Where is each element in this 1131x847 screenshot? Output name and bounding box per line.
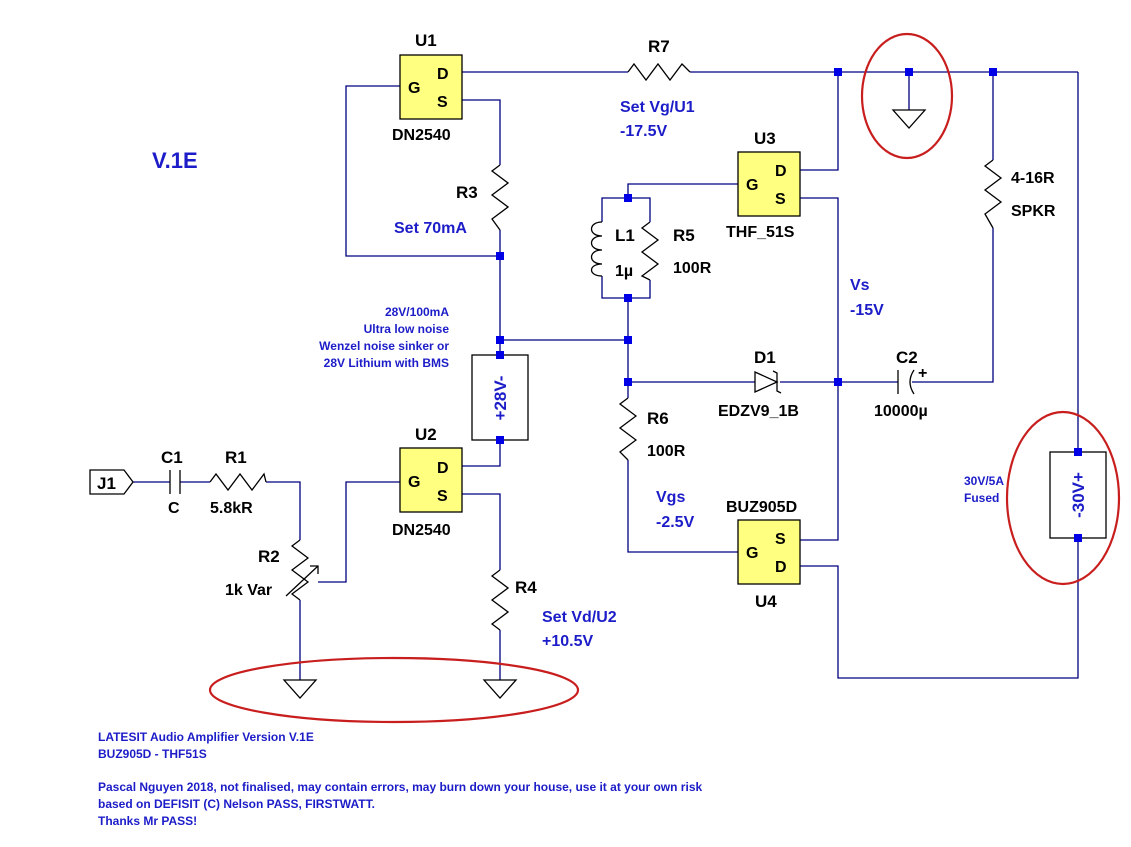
u2-ref: U2 bbox=[415, 425, 437, 444]
u3-part: THF_51S bbox=[726, 224, 795, 241]
junctions bbox=[496, 68, 1082, 542]
svg-text:EDZV9_1B: EDZV9_1B bbox=[718, 403, 799, 420]
svg-text:LATESIT Audio Amplifier Versio: LATESIT Audio Amplifier Version V.1E bbox=[98, 730, 314, 744]
svg-text:R7: R7 bbox=[648, 37, 670, 56]
svg-text:R1: R1 bbox=[225, 448, 247, 467]
resistor-r1: R1 5.8kR bbox=[209, 448, 267, 517]
source-30v: -30V+ bbox=[1049, 451, 1107, 539]
svg-text:S: S bbox=[775, 191, 786, 208]
svg-text:30V/5A: 30V/5A bbox=[964, 474, 1004, 488]
svg-text:C1: C1 bbox=[161, 448, 183, 467]
note-vs-value: -15V bbox=[850, 302, 884, 319]
svg-text:C2: C2 bbox=[896, 348, 918, 367]
speaker-load: 4-16R SPKR bbox=[983, 159, 1056, 229]
svg-text:Thanks Mr PASS!: Thanks Mr PASS! bbox=[98, 814, 197, 828]
svg-text:R4: R4 bbox=[515, 578, 537, 597]
svg-text:Fused: Fused bbox=[964, 491, 999, 505]
note-set-70ma: Set 70mA bbox=[394, 220, 467, 237]
svg-text:Ultra low noise: Ultra low noise bbox=[364, 322, 450, 336]
svg-text:D: D bbox=[437, 66, 449, 83]
svg-text:R2: R2 bbox=[258, 547, 280, 566]
source-28v: +28V- bbox=[471, 354, 529, 441]
u4-ref: U4 bbox=[755, 592, 777, 611]
mosfet-u4: G S D BUZ905D U4 bbox=[726, 499, 801, 611]
svg-text:C: C bbox=[168, 500, 180, 517]
resistor-r4: R4 bbox=[490, 569, 537, 631]
u3-ref: U3 bbox=[754, 129, 776, 148]
svg-text:D: D bbox=[775, 163, 787, 180]
note-set-vg-u1: Set Vg/U1 bbox=[620, 99, 695, 116]
mosfet-u3: G D S U3 THF_51S bbox=[726, 129, 801, 241]
svg-text:D1: D1 bbox=[754, 348, 776, 367]
u1-part: DN2540 bbox=[392, 127, 451, 144]
svg-text:G: G bbox=[746, 177, 758, 194]
potentiometer-r2: R2 1k Var bbox=[225, 539, 319, 601]
svg-text:100R: 100R bbox=[647, 443, 686, 460]
svg-text:+: + bbox=[918, 365, 927, 382]
svg-text:1k Var: 1k Var bbox=[225, 582, 272, 599]
capacitor-c2: + C2 10000µ bbox=[874, 348, 928, 420]
svg-text:based on DEFISIT (C) Nelson PA: based on DEFISIT (C) Nelson PASS, FIRSTW… bbox=[98, 797, 375, 811]
svg-text:S: S bbox=[437, 94, 448, 111]
svg-text:S: S bbox=[437, 488, 448, 505]
capacitor-c1: C1 C bbox=[161, 448, 183, 517]
svg-text:G: G bbox=[746, 545, 758, 562]
svg-text:SPKR: SPKR bbox=[1011, 203, 1056, 220]
u4-part: BUZ905D bbox=[726, 499, 797, 516]
svg-text:Pascal Nguyen 2018, not finali: Pascal Nguyen 2018, not finalised, may c… bbox=[98, 780, 702, 794]
svg-text:4-16R: 4-16R bbox=[1011, 170, 1055, 187]
footer-notes: LATESIT Audio Amplifier Version V.1E BUZ… bbox=[98, 730, 702, 828]
ground-symbol bbox=[282, 679, 318, 699]
highlight-ring bbox=[1005, 410, 1121, 586]
wires bbox=[133, 71, 1079, 680]
svg-text:Wenzel noise sinker or: Wenzel noise sinker or bbox=[319, 339, 449, 353]
svg-text:R5: R5 bbox=[673, 226, 695, 245]
resistor-r3: R3 bbox=[456, 164, 510, 231]
svg-text:S: S bbox=[775, 531, 786, 548]
note-set-vg-u1-value: -17.5V bbox=[620, 123, 667, 140]
ground-symbol bbox=[891, 109, 927, 129]
svg-text:100R: 100R bbox=[673, 260, 712, 277]
highlight-ring bbox=[860, 32, 954, 160]
svg-text:+28V-: +28V- bbox=[491, 376, 510, 421]
svg-text:G: G bbox=[408, 80, 420, 97]
inductor-l1: L1 1µ bbox=[590, 221, 635, 280]
svg-text:BUZ905D - THF51S: BUZ905D - THF51S bbox=[98, 747, 207, 761]
mosfet-u1: G D S U1 DN2540 bbox=[392, 31, 463, 144]
u1-ref: U1 bbox=[415, 31, 437, 50]
svg-text:R3: R3 bbox=[456, 183, 478, 202]
note-vgs-value: -2.5V bbox=[656, 514, 695, 531]
input-connector-j1: J1 bbox=[89, 469, 134, 495]
svg-text:28V/100mA: 28V/100mA bbox=[385, 305, 449, 319]
diode-d1: D1 EDZV9_1B bbox=[718, 348, 799, 420]
note-set-vd-u2-value: +10.5V bbox=[542, 633, 593, 650]
svg-text:28V Lithium with BMS: 28V Lithium with BMS bbox=[324, 356, 449, 370]
svg-text:L1: L1 bbox=[615, 226, 635, 245]
u2-part: DN2540 bbox=[392, 522, 451, 539]
note-set-vd-u2: Set Vd/U2 bbox=[542, 609, 617, 626]
mosfet-u2: G D S U2 DN2540 bbox=[392, 425, 463, 539]
note-30v-supply: 30V/5A Fused bbox=[964, 474, 1004, 505]
resistor-r5: R5 100R bbox=[640, 221, 712, 281]
highlight-ring bbox=[208, 656, 580, 724]
svg-text:G: G bbox=[408, 474, 420, 491]
svg-text:1µ: 1µ bbox=[615, 263, 633, 280]
svg-text:J1: J1 bbox=[97, 474, 116, 493]
resistor-r6: R6 100R bbox=[618, 397, 686, 461]
svg-text:-30V+: -30V+ bbox=[1069, 472, 1088, 518]
svg-text:D: D bbox=[775, 559, 787, 576]
ground-symbol bbox=[482, 679, 518, 699]
note-vgs: Vgs bbox=[656, 489, 685, 506]
version-label: V.1E bbox=[152, 148, 198, 173]
note-vs: Vs bbox=[850, 277, 870, 294]
note-28v-supply: 28V/100mA Ultra low noise Wenzel noise s… bbox=[319, 305, 449, 370]
svg-text:10000µ: 10000µ bbox=[874, 403, 928, 420]
svg-text:5.8kR: 5.8kR bbox=[210, 500, 253, 517]
resistor-r7: R7 bbox=[627, 37, 691, 82]
svg-text:D: D bbox=[437, 460, 449, 477]
svg-text:R6: R6 bbox=[647, 409, 669, 428]
